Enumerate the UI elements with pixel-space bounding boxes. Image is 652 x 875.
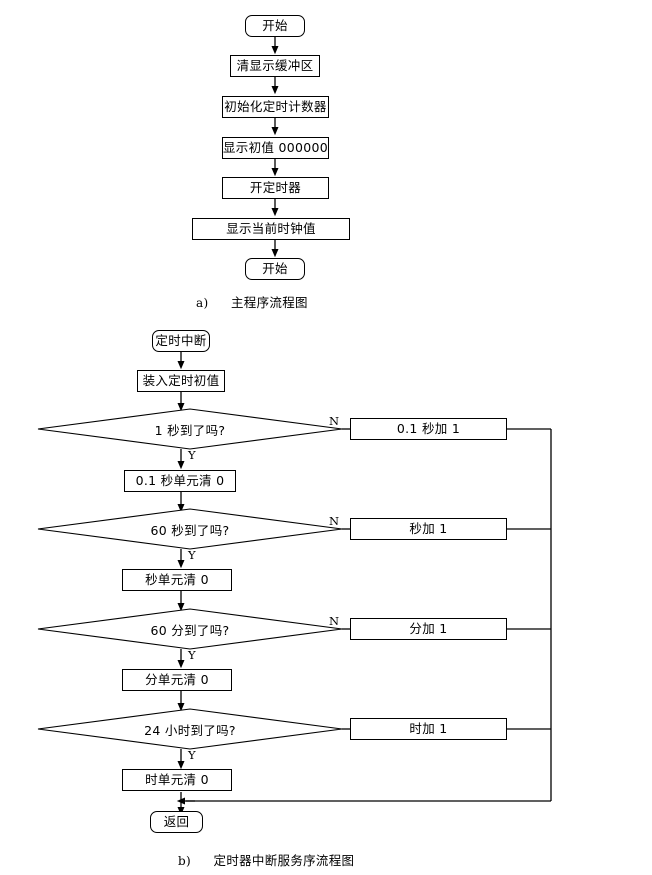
branch-label-n-3: N xyxy=(329,614,340,628)
node-a-init-timer-counter: 初始化定时计数器 xyxy=(222,96,329,118)
node-b-increment-hour: 时加 1 xyxy=(350,718,507,740)
node-a-start-terminal: 开始 xyxy=(245,15,305,37)
decision-sixty-seconds-label: 60 秒到了吗? xyxy=(150,522,230,538)
node-a-display-initial-value: 显示初值 000000 xyxy=(222,137,329,159)
node-b-increment-minute: 分加 1 xyxy=(350,618,507,640)
node-b-clear-second-unit: 秒单元清 0 xyxy=(122,569,232,591)
decision-one-second-label: 1 秒到了吗? xyxy=(154,422,226,438)
node-b-clear-tenth-second-unit: 0.1 秒单元清 0 xyxy=(124,470,236,492)
node-a-end-terminal: 开始 xyxy=(245,258,305,280)
node-b-timer-interrupt-terminal: 定时中断 xyxy=(152,330,210,352)
caption-figure-b: b) 定时器中断服务序流程图 xyxy=(178,850,354,869)
node-b-clear-minute-unit: 分单元清 0 xyxy=(122,669,232,691)
node-b-return-terminal: 返回 xyxy=(150,811,203,833)
decision-sixty-seconds-reached: 60 秒到了吗? xyxy=(37,508,343,550)
branch-label-y-2: Y xyxy=(188,548,196,562)
branch-label-y-4: Y xyxy=(188,748,196,762)
branch-label-y-1: Y xyxy=(188,448,196,462)
branch-label-y-3: Y xyxy=(188,648,196,662)
branch-label-n-2: N xyxy=(329,514,340,528)
node-a-display-current-clock: 显示当前时钟值 xyxy=(192,218,350,240)
decision-sixty-minutes-label: 60 分到了吗? xyxy=(150,622,230,638)
caption-b-text: 定时器中断服务序流程图 xyxy=(213,853,355,868)
decision-one-second-reached: 1 秒到了吗? xyxy=(37,408,343,450)
caption-b-key: b) xyxy=(178,854,191,868)
node-a-clear-display-buffer: 清显示缓冲区 xyxy=(230,55,320,77)
caption-figure-a: a) 主程序流程图 xyxy=(196,292,308,311)
decision-twentyfour-hours-reached: 24 小时到了吗? xyxy=(37,708,343,750)
decision-twentyfour-hours-label: 24 小时到了吗? xyxy=(144,722,236,738)
caption-a-key: a) xyxy=(196,296,209,310)
node-b-clear-hour-unit: 时单元清 0 xyxy=(122,769,232,791)
branch-label-n-1: N xyxy=(329,414,340,428)
decision-sixty-minutes-reached: 60 分到了吗? xyxy=(37,608,343,650)
caption-a-text: 主程序流程图 xyxy=(231,295,308,310)
node-b-increment-tenth-second: 0.1 秒加 1 xyxy=(350,418,507,440)
node-b-load-timer-initial-value: 装入定时初值 xyxy=(137,370,225,392)
node-a-start-timer: 开定时器 xyxy=(222,177,329,199)
node-b-increment-second: 秒加 1 xyxy=(350,518,507,540)
